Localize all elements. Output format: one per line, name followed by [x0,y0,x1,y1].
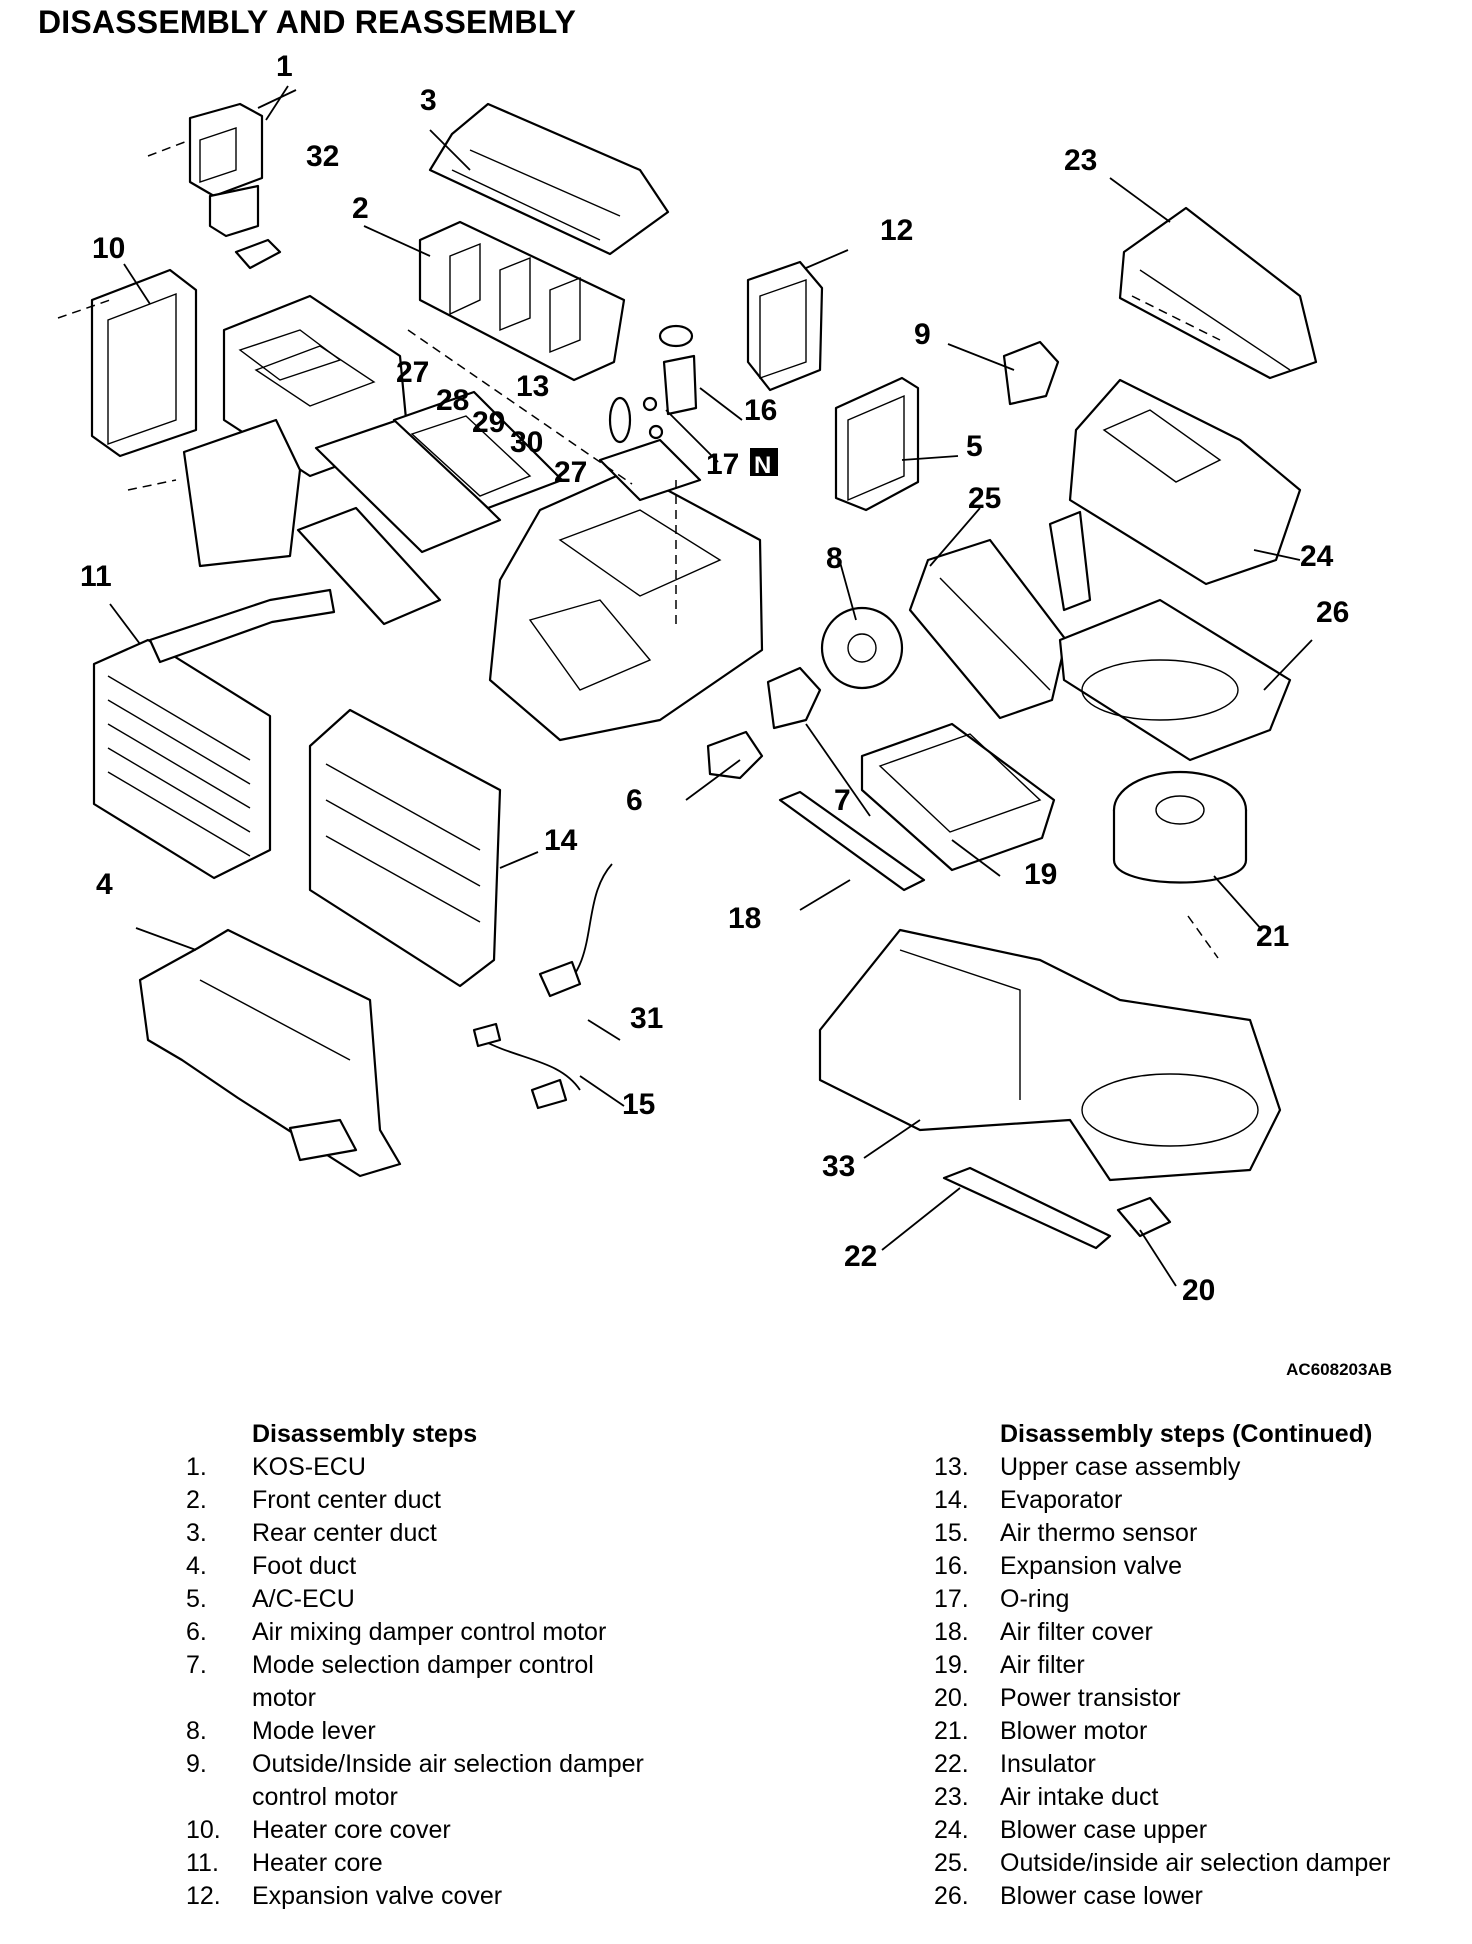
part-filter-cover [778,790,926,892]
part-dampers [296,390,564,626]
callout-32: 32 [306,140,339,173]
callout-8: 8 [826,542,843,575]
step-item: 24.Blower case upper [934,1816,1208,1844]
part-expansion-valve-cover [746,260,824,392]
step-item: 11.Heater core [186,1849,383,1877]
callout-13: 13 [516,370,549,403]
part-blower-case-upper [1068,378,1302,586]
step-item: 15.Air thermo sensor [934,1519,1198,1547]
exploded-parts-diagram: 1 2 3 4 5 6 7 8 9 10 11 12 13 14 15 16 1… [57,50,1349,1307]
step-item: 9.Outside/Inside air selection damper co… [186,1750,644,1811]
step-item: 7.Mode selection damper control motor [186,1651,594,1712]
callout-18: 18 [728,902,761,935]
part-connector-32 [234,238,282,270]
part-rear-center-duct [428,102,670,256]
step-item: 10.Heater core cover [186,1816,451,1844]
part-harness-and-sensor [472,863,613,1110]
callout-25: 25 [968,482,1001,515]
figure-code: AC608203AB [1286,1360,1392,1379]
part-blower-case-lower [1058,598,1292,762]
steps-heading-continued: Disassembly steps (Continued) [1000,1420,1373,1448]
part-foot-duct [138,928,402,1178]
step-item: 8.Mode lever [186,1717,376,1745]
callout-29: 29 [472,406,505,439]
part-air-intake-duct [1118,206,1318,380]
step-item: 20.Power transistor [934,1684,1181,1712]
callout-2: 2 [352,192,369,225]
callout-6: 6 [626,784,643,817]
callout-14: 14 [544,824,578,857]
callout-15: 15 [622,1088,655,1121]
page-title: DISASSEMBLY AND REASSEMBLY [38,4,577,40]
step-item: 23.Air intake duct [934,1783,1159,1811]
step-item: 6.Air mixing damper control motor [186,1618,607,1646]
part-ac-ecu [834,376,920,512]
step-item: 21.Blower motor [934,1717,1148,1745]
callout-12: 12 [880,214,913,247]
step-item: 26.Blower case lower [934,1882,1203,1910]
callout-4: 4 [96,868,113,901]
callout-5: 5 [966,430,983,463]
callout-10: 10 [92,232,125,265]
step-item: 2.Front center duct [186,1486,441,1514]
part-air-filter [860,722,1056,872]
step-item: 25.Outside/inside air selection damper [934,1849,1391,1877]
part-front-center-duct [418,220,626,382]
step-item: 14.Evaporator [934,1486,1123,1514]
callout-20: 20 [1182,1274,1215,1307]
callout-27-lower: 27 [554,456,587,489]
callout-9: 9 [914,318,931,351]
part-inside-outside-motor [1002,340,1060,406]
callout-28: 28 [436,384,469,417]
callout-24: 24 [1300,540,1334,573]
callout-26: 26 [1316,596,1349,629]
step-item: 17.O-ring [934,1585,1070,1613]
step-item: 12.Expansion valve cover [186,1882,503,1910]
new-part-symbol: N [754,452,771,479]
step-item: 19.Air filter [934,1651,1085,1679]
part-power-transistor [1116,1196,1172,1238]
disassembly-steps-right: Disassembly steps (Continued) 13.Upper c… [934,1418,1454,1913]
step-item: 1.KOS-ECU [186,1453,366,1481]
step-item: 22.Insulator [934,1750,1096,1778]
callout-27-upper: 27 [396,356,429,389]
callout-30: 30 [510,426,543,459]
part-heater-core-cover [57,268,198,458]
steps-heading: Disassembly steps [252,1420,478,1448]
step-item: 5.A/C-ECU [186,1585,355,1613]
step-item: 18.Air filter cover [934,1618,1153,1646]
part-blower-motor [1112,770,1248,884]
callout-1: 1 [276,50,293,83]
callout-16: 16 [744,394,777,427]
part-mode-lever [820,606,904,690]
part-heater-core [92,588,336,880]
callout-23: 23 [1064,144,1097,177]
part-evaporator [308,708,502,988]
callout-3: 3 [420,84,437,117]
callout-33: 33 [822,1150,855,1183]
callout-7: 7 [834,784,851,817]
part-selection-damper [908,510,1092,720]
part-expansion-valve [608,324,698,444]
step-item: 4.Foot duct [186,1552,357,1580]
callout-21: 21 [1256,920,1289,953]
callout-17: 17 [706,448,739,481]
callout-22: 22 [844,1240,877,1273]
callout-leaders [109,85,1313,1287]
callout-labels: 1 2 3 4 5 6 7 8 9 10 11 12 13 14 15 16 1… [80,50,1349,1307]
part-insulator [942,1166,1112,1250]
step-item: 3.Rear center duct [186,1519,437,1547]
part-unit-lower-case [818,928,1282,1182]
callout-31: 31 [630,1002,663,1035]
part-kos-ecu [188,102,264,238]
part-lower-case [488,438,764,742]
callout-19: 19 [1024,858,1057,891]
part-damper-motors [706,666,822,780]
disassembly-steps-left: Disassembly steps 1.KOS-ECU 2.Front cent… [186,1418,746,1913]
step-item: 13.Upper case assembly [934,1453,1241,1481]
step-item: 16.Expansion valve [934,1552,1183,1580]
callout-11: 11 [80,560,112,593]
